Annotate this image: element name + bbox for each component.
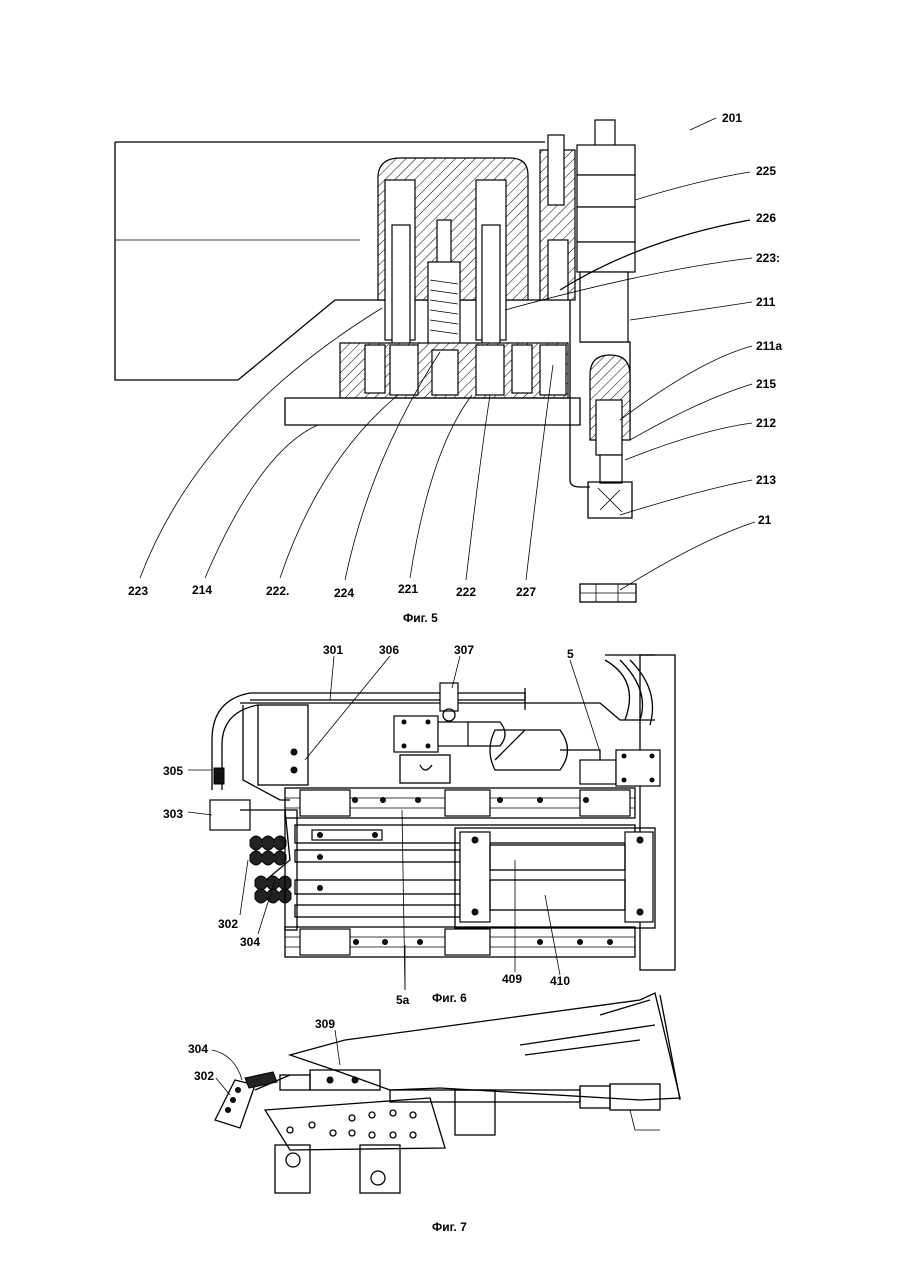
label-211a: 211a (756, 339, 782, 353)
label-302-fig7: 302 (194, 1069, 214, 1083)
label-211: 211 (756, 295, 776, 309)
label-221: 221 (398, 582, 418, 596)
figure-7-labels: 309 304 302 Фиг. 7 (188, 1017, 467, 1234)
label-215: 215 (756, 377, 776, 391)
label-303: 303 (163, 807, 183, 821)
label-304-fig7: 304 (188, 1042, 208, 1056)
label-5: 5 (567, 647, 574, 661)
figure-5-drawing (115, 118, 755, 602)
label-305: 305 (163, 764, 183, 778)
figure-6-drawing (188, 655, 675, 990)
label-409: 409 (502, 972, 522, 986)
label-222: 222 (456, 585, 476, 599)
caption-fig-6: Фиг. 6 (432, 991, 467, 1005)
figure-7-drawing (212, 993, 680, 1193)
label-226: 226 (756, 211, 776, 225)
label-225: 225 (756, 164, 776, 178)
label-214: 214 (192, 583, 212, 597)
label-302: 302 (218, 917, 238, 931)
label-5a: 5a (396, 993, 410, 1007)
label-227: 227 (516, 585, 536, 599)
label-201: 201 (722, 111, 742, 125)
caption-fig-5: Фиг. 5 (403, 611, 438, 625)
caption-fig-7: Фиг. 7 (432, 1220, 467, 1234)
label-224: 224 (334, 586, 354, 600)
label-301: 301 (323, 643, 343, 657)
label-222-dot: 222. (266, 584, 289, 598)
label-410: 410 (550, 974, 570, 988)
label-307: 307 (454, 643, 474, 657)
label-304: 304 (240, 935, 260, 949)
label-223: 223 (128, 584, 148, 598)
label-213: 213 (756, 473, 776, 487)
label-309: 309 (315, 1017, 335, 1031)
label-212: 212 (756, 416, 776, 430)
label-21: 21 (758, 513, 772, 527)
label-223-colon: 223: (756, 251, 780, 265)
label-306: 306 (379, 643, 399, 657)
